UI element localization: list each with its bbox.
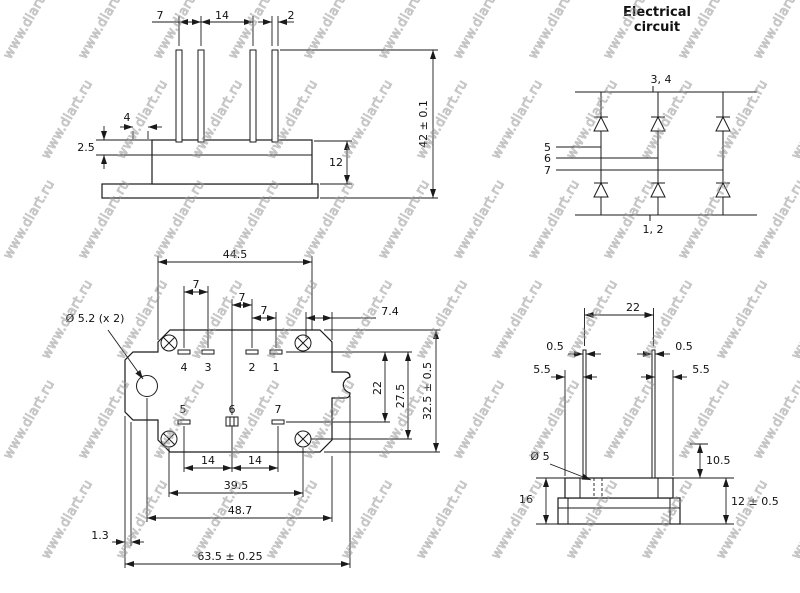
dc-minus-label: 1, 2 bbox=[643, 223, 664, 236]
dim-4-label: 4 bbox=[124, 111, 131, 124]
mounting-hole bbox=[136, 375, 158, 397]
top-view: 4 3 2 1 5 6 7 bbox=[66, 248, 440, 568]
ac-input-lines bbox=[556, 146, 723, 171]
side-view-shape bbox=[101, 49, 319, 199]
side-view-dimensions: 7 14 2 4 2.5 12 42 ± 0.1 bbox=[77, 9, 438, 199]
ac-in5-label: 5 bbox=[544, 141, 551, 154]
electrical-circuit: Electrical circuit 3, 4 1, 2 5 6 7 bbox=[544, 5, 757, 236]
lid-block bbox=[564, 477, 674, 499]
pin bbox=[651, 349, 656, 479]
end-view-dimensions: 22 0.5 0.5 5.5 5.5 Ø 5 16 10.5 12 ± 0.5 bbox=[519, 301, 779, 525]
top-view-dimensions: 44.5 7 7 7 7.4 Ø 5.2 (x 2) 22 27.5 32.5 … bbox=[66, 248, 440, 568]
baseplate bbox=[101, 183, 319, 199]
dim-14-label: 14 bbox=[215, 9, 229, 22]
pin-2-label: 2 bbox=[249, 361, 256, 374]
end-view: 22 0.5 0.5 5.5 5.5 Ø 5 16 10.5 12 ± 0.5 bbox=[519, 301, 779, 525]
hidden-hole bbox=[593, 478, 603, 498]
dim-14a-label: 14 bbox=[201, 454, 215, 467]
pin bbox=[582, 349, 587, 479]
dim-12-label: 12 bbox=[329, 156, 343, 169]
dim-44-5-label: 44.5 bbox=[223, 248, 248, 261]
dim-16-label: 16 bbox=[519, 493, 533, 506]
circuit-title-line2: circuit bbox=[634, 20, 680, 35]
ac-in7-label: 7 bbox=[544, 164, 551, 177]
package-outline bbox=[124, 329, 351, 453]
side-view: 7 14 2 4 2.5 12 42 ± 0.1 bbox=[77, 9, 438, 199]
diode-symbols bbox=[593, 115, 731, 198]
dim-14b-label: 14 bbox=[248, 454, 262, 467]
dim-1-3-label: 1.3 bbox=[91, 529, 109, 542]
dim-5-5-left-label: 5.5 bbox=[533, 363, 551, 376]
dim-12-label: 12 ± 0.5 bbox=[731, 495, 779, 508]
dim-48-7-label: 48.7 bbox=[228, 504, 253, 517]
dim-hole-label: Ø 5 bbox=[530, 450, 549, 463]
pin-5-label: 5 bbox=[180, 403, 187, 416]
rail-ticks bbox=[649, 86, 654, 221]
dim-39-5-label: 39.5 bbox=[224, 479, 249, 492]
circuit-title-line1: Electrical bbox=[623, 5, 691, 20]
corner-screws bbox=[160, 334, 312, 448]
pin-7-label: 7 bbox=[275, 403, 282, 416]
dim-7c-label: 7 bbox=[261, 304, 268, 317]
hole-diameter-label: Ø 5.2 (x 2) bbox=[66, 312, 125, 325]
pin-1-label: 1 bbox=[273, 361, 280, 374]
end-view-shape bbox=[557, 349, 681, 525]
pin bbox=[271, 49, 279, 143]
dim-42-label: 42 ± 0.1 bbox=[417, 100, 430, 148]
dim-10-5-label: 10.5 bbox=[706, 454, 731, 467]
pin-3-label: 3 bbox=[205, 361, 212, 374]
pin bbox=[175, 49, 183, 143]
dim-0-5-right-label: 0.5 bbox=[675, 340, 693, 353]
dim-7a-label: 7 bbox=[193, 278, 200, 291]
dim-0-5-left-label: 0.5 bbox=[546, 340, 564, 353]
dim-7-label: 7 bbox=[157, 9, 164, 22]
dc-plus-label: 3, 4 bbox=[651, 73, 672, 86]
dim-22-label: 22 bbox=[371, 381, 384, 395]
dim-7b-label: 7 bbox=[239, 291, 246, 304]
pin bbox=[249, 49, 257, 143]
dim-63-5-label: 63.5 ± 0.25 bbox=[197, 550, 262, 563]
pin-4-label: 4 bbox=[181, 361, 188, 374]
dim-2-5-label: 2.5 bbox=[77, 141, 95, 154]
dim-27-5-label: 27.5 bbox=[394, 384, 407, 409]
module-body bbox=[151, 139, 313, 185]
base-block bbox=[557, 497, 681, 525]
dim-32-5-label: 32.5 ± 0.5 bbox=[421, 362, 434, 420]
dim-5-5-right-label: 5.5 bbox=[692, 363, 710, 376]
ac-in6-label: 6 bbox=[544, 152, 551, 165]
dc-rails bbox=[575, 91, 757, 216]
pin bbox=[197, 49, 205, 143]
dim-22-label: 22 bbox=[626, 301, 640, 314]
dim-7-4-label: 7.4 bbox=[381, 305, 399, 318]
dim-2-label: 2 bbox=[288, 9, 295, 22]
